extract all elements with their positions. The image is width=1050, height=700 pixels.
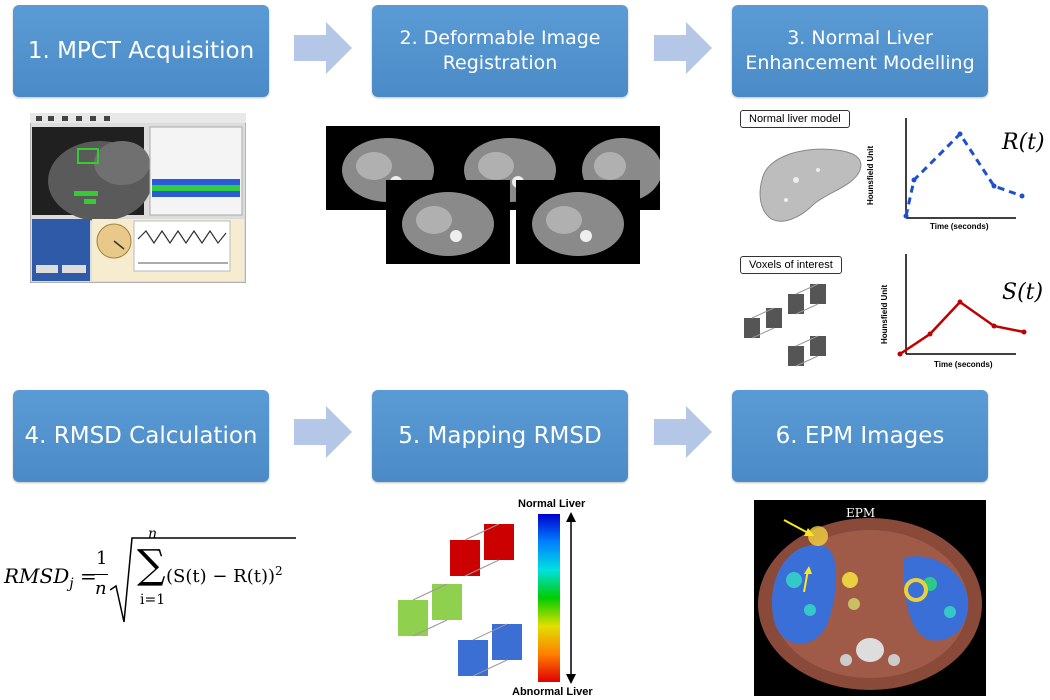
formula-exponent: 2 xyxy=(275,564,283,578)
step-5-label: 5. Mapping RMSD xyxy=(398,423,602,449)
formula-equals: = xyxy=(80,564,97,588)
formula-fraction-bar xyxy=(92,574,108,575)
ct-slices-stack xyxy=(326,126,662,266)
x-axis-label-top: Time (seconds) xyxy=(930,222,989,231)
flow-arrow-2-3 xyxy=(654,22,712,74)
x-axis-label-bottom: Time (seconds) xyxy=(934,360,993,369)
y-axis-label-bottom: Hounsfield Unit xyxy=(880,284,889,344)
flow-arrow-5-6 xyxy=(654,406,712,458)
normal-liver-model-label: Normal liver model xyxy=(740,110,850,128)
formula-sum-upper: n xyxy=(148,526,158,542)
voxels-of-interest-label: Voxels of interest xyxy=(740,256,842,274)
step-2-box: 2. Deformable Image Registration xyxy=(372,5,628,97)
square-root-sign xyxy=(110,537,296,623)
step-2-label: 2. Deformable Image Registration xyxy=(399,27,601,74)
voxels-of-interest-icon xyxy=(744,283,826,367)
rmsd-color-scale-bar xyxy=(538,514,560,682)
step-1-box: 1. MPCT Acquisition xyxy=(13,5,269,97)
r-t-label: R(t) xyxy=(1002,130,1045,155)
abnormal-liver-label: Abnormal Liver xyxy=(512,686,593,698)
s-t-label: S(t) xyxy=(1002,280,1044,305)
voxel-curve-chart xyxy=(897,254,1027,357)
flow-arrow-4-5 xyxy=(294,406,352,458)
y-axis-label-top: Hounsfield Unit xyxy=(866,145,875,205)
step-5-box: 5. Mapping RMSD xyxy=(372,390,628,482)
step-6-label: 6. EPM Images xyxy=(775,423,945,449)
flow-arrow-1-2 xyxy=(294,22,352,74)
epm-image-label: EPM xyxy=(846,506,876,520)
formula-lhs: RMSD xyxy=(4,564,70,588)
ct-slice-5 xyxy=(516,180,640,264)
formula-numerator: 1 xyxy=(96,548,108,569)
mpct-software-screenshot xyxy=(30,113,246,283)
step-6-box: 6. EPM Images xyxy=(732,390,988,482)
step-1-label: 1. MPCT Acquisition xyxy=(27,38,255,64)
liver-model-shape xyxy=(759,148,862,222)
step-4-box: 4. RMSD Calculation xyxy=(13,390,269,482)
formula-denominator: n xyxy=(95,578,107,599)
double-arrow-icon xyxy=(566,512,576,684)
mapped-voxels-icon xyxy=(398,523,522,677)
normal-liver-curve-chart xyxy=(903,118,1025,219)
sigma-symbol: ∑ xyxy=(137,542,166,588)
step-3-box: 3. Normal Liver Enhancement Modelling xyxy=(732,5,988,97)
step-4-label: 4. RMSD Calculation xyxy=(24,423,258,449)
formula-body: (S(t) − R(t)) xyxy=(166,566,276,587)
rmsd-formula: RMSDj = 1 n n ∑ i=1 (S(t) − R(t))2 xyxy=(4,526,296,630)
epm-ct-image xyxy=(754,500,986,696)
formula-subscript: j xyxy=(69,576,74,592)
step-3-label: 3. Normal Liver Enhancement Modelling xyxy=(745,27,975,74)
ct-slice-4 xyxy=(386,180,510,264)
formula-sum-lower: i=1 xyxy=(140,592,166,608)
normal-liver-label: Normal Liver xyxy=(518,498,586,510)
